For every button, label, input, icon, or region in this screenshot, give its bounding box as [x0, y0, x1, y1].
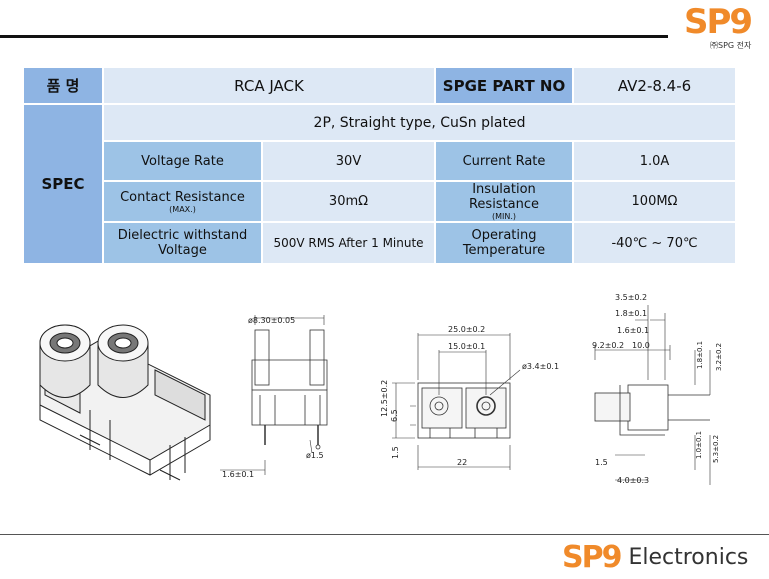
side-dim-j: 1.5	[595, 458, 608, 467]
side-dim-f: 1.8±0.1	[696, 341, 704, 369]
operating-temp-label: Operating Temperature	[433, 221, 575, 265]
contact-resistance-label: Contact Resistance (MAX.)	[102, 180, 263, 223]
side-dim-d: 9.2±0.2	[592, 341, 624, 350]
current-rate-label: Current Rate	[433, 140, 575, 182]
table-row: Dielectric withstand Voltage 500V RMS Af…	[23, 221, 738, 265]
side-dim-c: 1.6±0.1	[617, 326, 649, 335]
spec-label: SPEC	[22, 103, 104, 265]
side-dim-b: 1.8±0.1	[615, 309, 647, 318]
technical-drawings: ø8.30±0.05 ø1.5 1.6±0.1 25.0±0.2 15.0±0.…	[39, 293, 723, 485]
isometric-view	[39, 324, 211, 481]
top-rule	[0, 35, 668, 38]
bottom-dim-pitch: 15.0±0.1	[448, 342, 485, 351]
bottom-dim-hole: ø3.4±0.1	[522, 362, 559, 371]
name-value: RCA JACK	[102, 66, 436, 105]
bottom-view	[392, 333, 521, 470]
current-rate-value: 1.0A	[572, 140, 738, 182]
voltage-rate-value: 30V	[261, 140, 436, 182]
bottom-dim-width: 25.0±0.2	[448, 325, 485, 334]
logo-mark: SP9	[684, 2, 753, 42]
table-row: Contact Resistance (MAX.) 30mΩ Insulatio…	[23, 180, 738, 223]
side-dim-a: 3.5±0.2	[615, 293, 647, 302]
side-dim-g: 3.2±0.2	[715, 343, 723, 371]
insulation-resistance-text: Insulation Resistance	[468, 182, 540, 212]
dielectric-voltage-label: Dielectric withstand Voltage	[102, 221, 263, 265]
front-dim-pin: ø1.5	[306, 451, 324, 460]
footer-logo-word: Electronics	[628, 544, 749, 570]
front-view	[220, 315, 328, 475]
front-dim-offset: 1.6±0.1	[222, 470, 254, 479]
operating-temp-value: -40℃ ~ 70℃	[572, 221, 738, 265]
spec-table: 품 명 RCA JACK SPGE PART NO AV2-8.4-6 SPEC…	[22, 66, 738, 265]
footer-logo-mark: SP9	[562, 539, 622, 575]
bottom-rule	[0, 534, 769, 535]
side-dim-k: 4.0±0.3	[617, 476, 649, 485]
logo-subtitle: ㈜SPG 전자	[710, 41, 752, 50]
side-dim-e: 10.0	[632, 341, 650, 350]
contact-resistance-value: 30mΩ	[261, 180, 436, 223]
name-label: 품 명	[22, 66, 104, 105]
contact-resistance-text: Contact Resistance	[120, 189, 245, 205]
company-logo: SP9 ㈜SPG 전자	[684, 2, 762, 60]
part-value: AV2-8.4-6	[572, 66, 738, 105]
front-dim-diameter: ø8.30±0.05	[248, 316, 295, 325]
footer-logo: SP9 Electronics	[562, 538, 748, 576]
dielectric-voltage-value: 500V RMS After 1 Minute	[261, 221, 436, 265]
table-row: Voltage Rate 30V Current Rate 1.0A	[23, 140, 738, 182]
voltage-rate-label: Voltage Rate	[102, 140, 263, 182]
insulation-resistance-sub: (MIN.)	[491, 212, 517, 221]
bottom-dim-edge: 1.5	[391, 446, 400, 459]
insulation-resistance-value: 100MΩ	[572, 180, 738, 223]
side-view	[594, 305, 711, 485]
side-dim-h: 1.0±0.1	[695, 431, 703, 459]
insulation-resistance-label: Insulation Resistance (MIN.)	[433, 180, 575, 223]
contact-resistance-sub: (MAX.)	[169, 204, 196, 214]
spec-summary: 2P, Straight type, CuSn plated	[101, 103, 738, 142]
side-dim-i: 5.3±0.2	[712, 435, 720, 463]
bottom-dim-half: 6.5	[390, 409, 399, 422]
bottom-dim-depth: 12.5±0.2	[380, 380, 389, 417]
bottom-dim-span: 22	[457, 458, 467, 467]
part-label: SPGE PART NO	[433, 66, 575, 105]
